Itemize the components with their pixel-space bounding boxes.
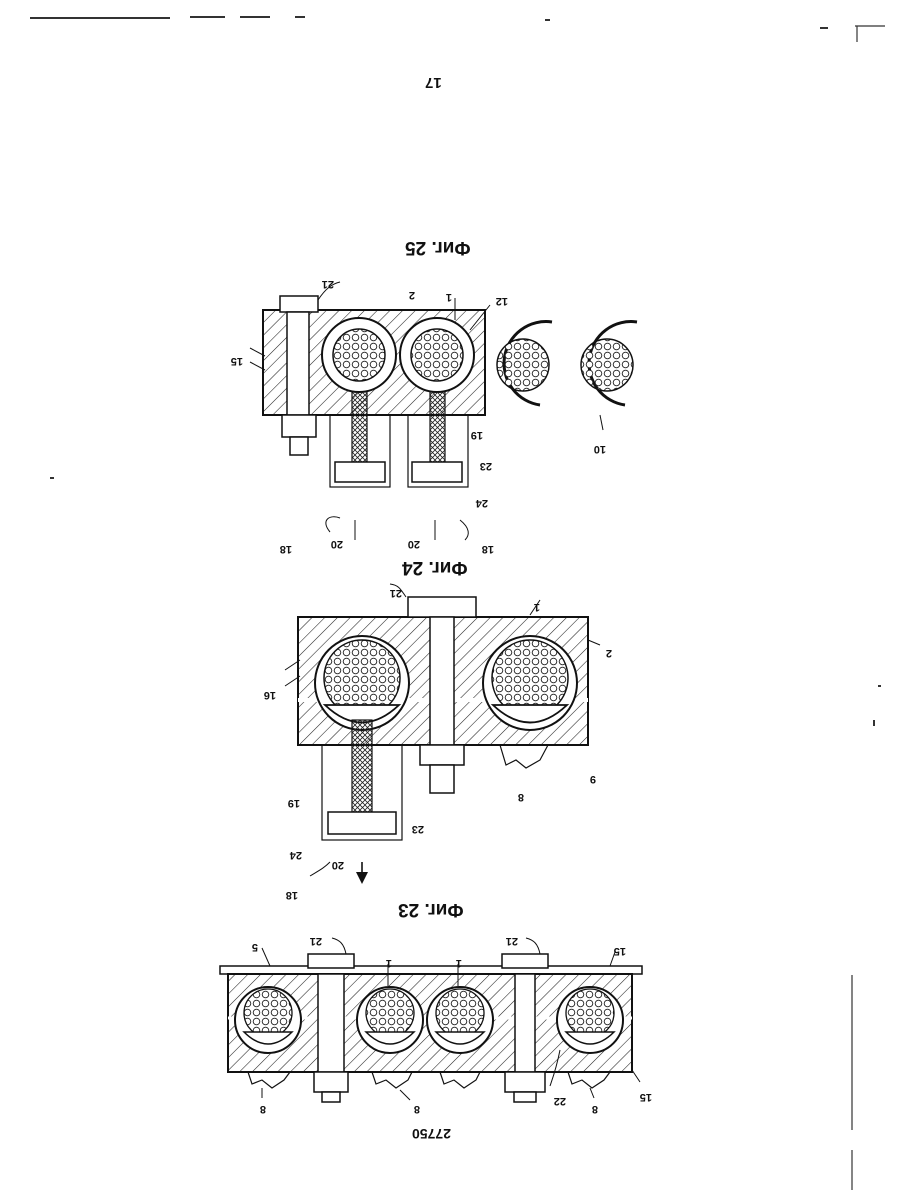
figure-25-drawing: 21 2 1 12 15 19 23 24 10 18 20 20 18 xyxy=(231,278,637,555)
label-9-f24: 9 xyxy=(590,773,596,785)
label-1-f23b: 1 xyxy=(456,957,462,969)
label-18-f24: 18 xyxy=(286,889,298,901)
label-18: 18 xyxy=(280,543,292,555)
label-23-f24: 23 xyxy=(412,823,424,835)
label-21: 21 xyxy=(322,278,334,290)
label-19-f24: 19 xyxy=(288,797,300,809)
label-1-f23a: 1 xyxy=(386,957,392,969)
label-21-f23a: 21 xyxy=(310,935,322,947)
label-10: 10 xyxy=(594,443,606,455)
label-8-f24: 8 xyxy=(518,791,524,803)
label-22-f23: 22 xyxy=(554,1095,566,1107)
label-2-f24: 2 xyxy=(606,647,612,659)
label-2: 2 xyxy=(409,289,415,301)
label-23: 23 xyxy=(480,460,492,472)
label-5-f23: 5 xyxy=(252,941,258,953)
label-21-f23b: 21 xyxy=(506,935,518,947)
label-8-f23a: 8 xyxy=(260,1103,266,1115)
label-20b: 20 xyxy=(408,538,420,550)
label-20-f24: 20 xyxy=(332,859,344,871)
label-24-f24: 24 xyxy=(289,849,302,861)
label-21-f24: 21 xyxy=(390,587,402,599)
figure-24-drawing: 21 1 2 16 9 8 19 23 24 20 18 xyxy=(264,584,612,901)
label-15: 15 xyxy=(231,355,243,367)
label-8-f23c: 8 xyxy=(592,1103,598,1115)
label-15-f23a: 15 xyxy=(614,945,626,957)
label-1-f24: 1 xyxy=(534,601,540,613)
label-18b: 18 xyxy=(482,543,494,555)
label-1: 1 xyxy=(446,291,452,303)
label-24: 24 xyxy=(475,497,488,509)
label-12: 12 xyxy=(496,295,508,307)
label-16-f24: 16 xyxy=(264,689,276,701)
label-8-f23b: 8 xyxy=(414,1103,420,1115)
label-15-f23b: 15 xyxy=(640,1091,652,1103)
figure-23-drawing: 21 21 5 1 1 15 15 22 8 8 8 xyxy=(220,935,652,1115)
label-19: 19 xyxy=(471,429,483,441)
label-20: 20 xyxy=(331,538,343,550)
